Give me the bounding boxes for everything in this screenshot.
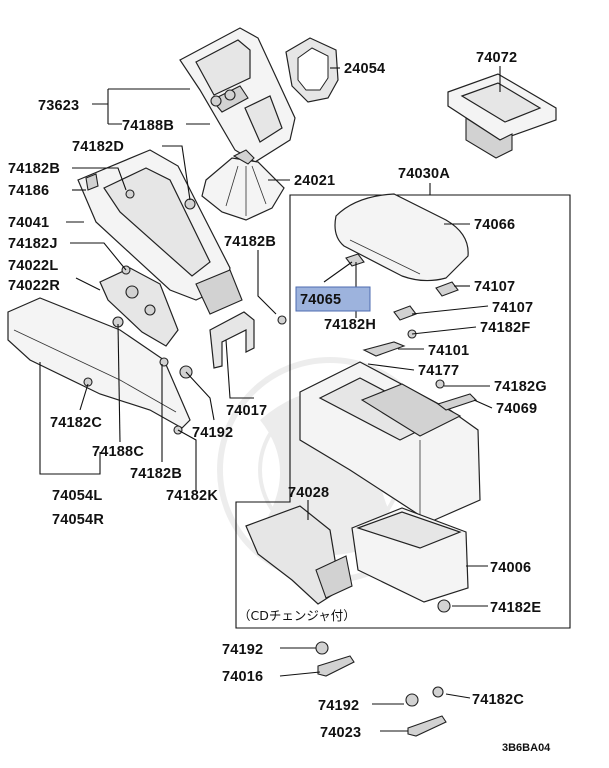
label-24054: 24054 [344, 61, 385, 77]
label-74182B-a: 74182B [8, 161, 60, 177]
label-74182K: 74182K [166, 488, 218, 504]
label-74006: 74006 [490, 560, 531, 576]
bracket-74022 [99, 267, 179, 347]
part-labels: 73623 74188B 24054 74072 74182D 24021 74… [8, 50, 551, 754]
label-74182G: 74182G [494, 379, 547, 395]
label-74182E: 74182E [490, 600, 541, 616]
label-74023: 74023 [320, 725, 361, 741]
label-74054R: 74054R [52, 512, 104, 528]
label-74022L: 74022L [8, 258, 58, 274]
console-body-74030A [299, 361, 481, 523]
label-74182F: 74182F [480, 320, 530, 336]
label-74182C-a: 74182C [50, 415, 102, 431]
bracket-74017 [209, 311, 255, 369]
cd-bracket-74028 [245, 505, 353, 605]
label-74182B-b: 74182B [224, 234, 276, 250]
storage-box-74006 [351, 507, 469, 603]
label-74177: 74177 [418, 363, 459, 379]
label-74041: 74041 [8, 215, 49, 231]
label-74072: 74072 [476, 50, 517, 66]
label-73623: 73623 [38, 98, 79, 114]
label-74017: 74017 [226, 403, 267, 419]
label-74188B: 74188B [122, 118, 174, 134]
bracket-74016 [317, 655, 355, 677]
bracket-74023 [407, 715, 447, 737]
label-74101: 74101 [428, 343, 469, 359]
label-74192-c: 74192 [318, 698, 359, 714]
shift-bezel-73623 [179, 27, 296, 163]
label-74182H: 74182H [324, 317, 376, 333]
tray-74072 [447, 73, 557, 159]
label-74182J: 74182J [8, 236, 58, 252]
label-74030A: 74030A [398, 166, 450, 182]
label-74182C-b: 74182C [472, 692, 524, 708]
label-74192-b: 74192 [222, 642, 263, 658]
label-74016: 74016 [222, 669, 263, 685]
drawing-code: 3B6BA04 [502, 742, 551, 754]
label-74022R: 74022R [8, 278, 60, 294]
label-74028: 74028 [288, 485, 329, 501]
label-74182B-c: 74182B [130, 466, 182, 482]
label-74066: 74066 [474, 217, 515, 233]
trim-ring-24054 [285, 37, 339, 103]
label-74188C: 74188C [92, 444, 144, 460]
label-74107-a: 74107 [474, 279, 515, 295]
label-24021: 24021 [294, 173, 335, 189]
label-74182D: 74182D [72, 139, 124, 155]
cd-changer-note: （CDチェンジャ付） [238, 608, 356, 623]
armrest-lid-74066 [334, 193, 469, 282]
label-74054L: 74054L [52, 488, 102, 504]
label-74107-b: 74107 [492, 300, 533, 316]
console-assembly-frame [235, 183, 571, 629]
leader-lines [39, 66, 501, 732]
label-74069: 74069 [496, 401, 537, 417]
label-74192-a: 74192 [192, 425, 233, 441]
label-74186: 74186 [8, 183, 49, 199]
shift-boot-24021 [201, 149, 285, 221]
highlight-74065 [295, 286, 371, 312]
label-74065: 74065 [300, 292, 341, 308]
